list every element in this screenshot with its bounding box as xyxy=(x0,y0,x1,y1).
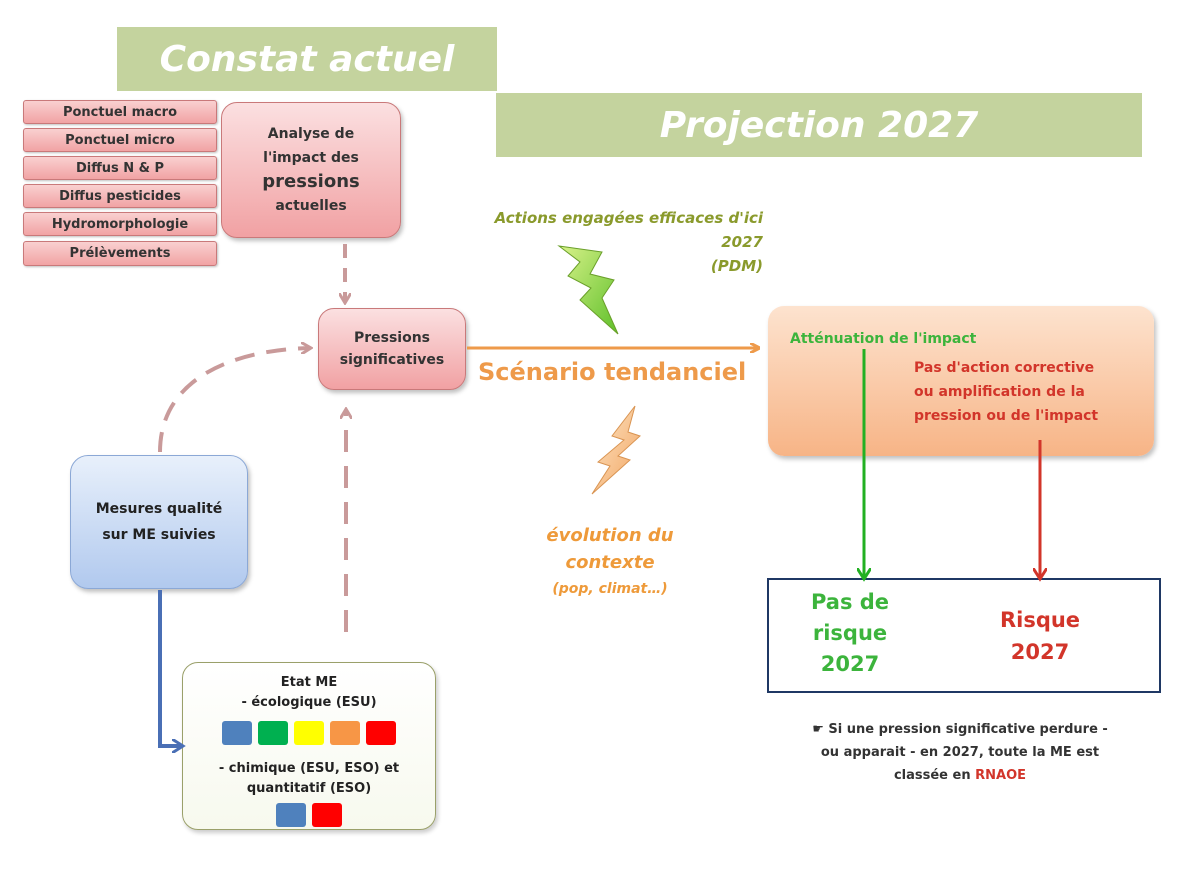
mesures-qualite-box: Mesures qualité sur ME suivies xyxy=(70,455,248,589)
pas-action-label: Pas d'action corrective ou amplification… xyxy=(914,356,1140,428)
pas-risque-line-3: 2027 xyxy=(820,652,880,676)
evolution-line-2: contexte xyxy=(565,552,655,573)
analyse-line-3: pressions xyxy=(262,171,360,192)
risk-result-box xyxy=(767,578,1161,693)
etat-quantitatif: quantitatif (ESO) xyxy=(246,781,372,796)
pointing-hand-icon: ☛ xyxy=(812,722,824,737)
etat-ecologique: - écologique (ESU) xyxy=(241,695,377,710)
risque-line-2: 2027 xyxy=(1010,640,1070,664)
rnaoe-highlight: RNAOE xyxy=(975,768,1027,783)
etat-me-box: Etat ME - écologique (ESU) - chimique (E… xyxy=(182,662,436,830)
chem-status-squares xyxy=(183,803,435,831)
actions-line-3: (PDM) xyxy=(710,257,763,275)
evolution-line-1: évolution du xyxy=(546,525,674,546)
pas-action-line-1: Pas d'action corrective xyxy=(914,360,1095,376)
attenuation-label: Atténuation de l'impact xyxy=(790,331,977,347)
actions-line-2: 2027 xyxy=(721,233,763,251)
pressure-item-diffus-pesticides: Diffus pesticides xyxy=(23,184,217,208)
evolution-contexte-label: évolution du contexte (pop, climat…) xyxy=(520,522,700,603)
pas-de-risque-label: Pas de risque 2027 xyxy=(795,587,905,680)
eco-status-blue xyxy=(222,721,252,745)
projection-2027-banner: Projection 2027 xyxy=(496,93,1142,157)
chem-status-red xyxy=(312,803,342,827)
rnaoe-note: ☛ Si une pression significative perdure … xyxy=(770,718,1150,787)
pressure-item-hydromorphologie: Hydromorphologie xyxy=(23,212,217,236)
blue-arrow-mesures-to-etat xyxy=(158,590,182,746)
pressions-significatives-box: Pressions significatives xyxy=(318,308,466,390)
pressure-item-ponctuel-macro: Ponctuel macro xyxy=(23,100,217,124)
evolution-line-3: (pop, climat…) xyxy=(552,581,668,597)
mesures-line-2: sur ME suivies xyxy=(102,527,216,543)
pressions-line-2: significatives xyxy=(339,352,445,368)
pressure-item-prelevements: Prélèvements xyxy=(23,241,217,266)
eco-status-red xyxy=(366,721,396,745)
analyse-line-2: l'impact des xyxy=(263,150,359,166)
analyse-impact-box: Analyse de l'impact des pressions actuel… xyxy=(221,102,401,238)
risque-label: Risque 2027 xyxy=(985,604,1095,668)
pressure-item-diffus-np: Diffus N & P xyxy=(23,156,217,180)
eco-status-squares xyxy=(183,721,435,749)
pas-risque-line-1: Pas de xyxy=(810,590,890,614)
pas-action-line-3: pression ou de l'impact xyxy=(914,408,1099,424)
note-line-3: classée en xyxy=(893,768,971,783)
eco-status-yellow xyxy=(294,721,324,745)
scenario-tendanciel-label: Scénario tendanciel xyxy=(478,358,747,386)
actions-line-1: Actions engagées efficaces d'ici xyxy=(494,209,763,227)
orange-lightning-icon xyxy=(591,405,641,495)
eco-status-orange xyxy=(330,721,360,745)
pressions-line-1: Pressions xyxy=(353,330,431,346)
eco-status-green xyxy=(258,721,288,745)
green-lightning-icon xyxy=(557,245,619,335)
projection-outcome-box xyxy=(768,306,1154,456)
etat-chimique: - chimique (ESU, ESO) et xyxy=(218,761,400,776)
dashed-curve-mesures-to-pressions xyxy=(158,348,310,453)
analyse-line-4: actuelles xyxy=(275,198,347,214)
actions-engagees-label: Actions engagées efficaces d'ici 2027 (P… xyxy=(468,206,763,278)
etat-title: Etat ME xyxy=(280,675,338,690)
analyse-line-1: Analyse de xyxy=(267,126,355,142)
pas-action-line-2: ou amplification de la xyxy=(914,384,1085,400)
pressure-item-ponctuel-micro: Ponctuel micro xyxy=(23,128,217,152)
note-line-1: Si une pression significative perdure - xyxy=(828,722,1108,737)
mesures-line-1: Mesures qualité xyxy=(95,501,223,517)
risque-line-1: Risque xyxy=(999,608,1081,632)
pas-risque-line-2: risque xyxy=(812,621,888,645)
note-line-2: ou apparait - en 2027, toute la ME est xyxy=(820,745,1100,760)
chem-status-blue xyxy=(276,803,306,827)
constat-actuel-banner: Constat actuel xyxy=(117,27,497,91)
